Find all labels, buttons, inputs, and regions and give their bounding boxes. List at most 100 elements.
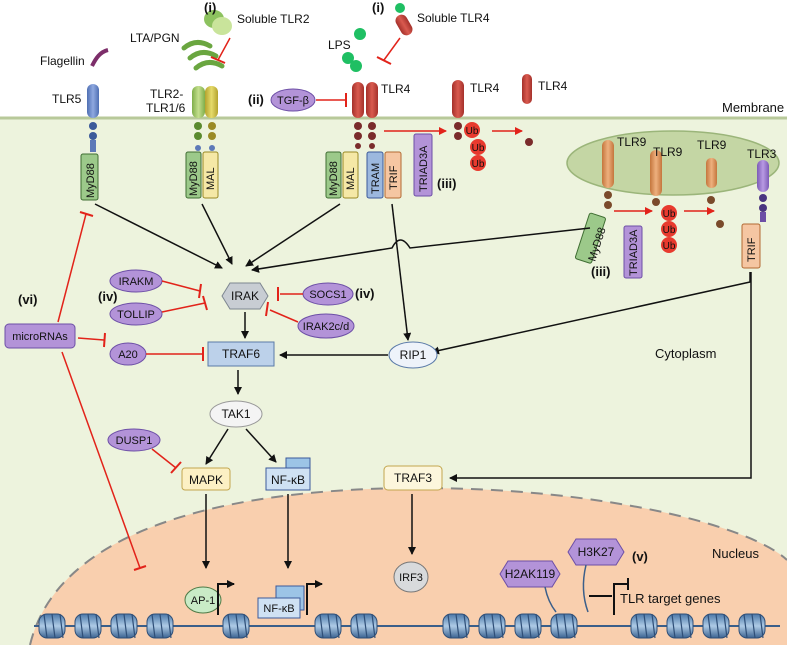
tlr3-receptor: [757, 160, 769, 222]
h2ak119-tail: [544, 586, 557, 613]
nucleus-label: Nucleus: [712, 546, 759, 561]
tollip-label: TOLLIP: [117, 309, 155, 321]
roman-iv-b: (iv): [355, 286, 375, 301]
flagellin-label: Flagellin: [40, 54, 85, 68]
nucleosome: [110, 613, 138, 639]
h3k27-node: [567, 538, 625, 566]
h2ak119-label: H2AK119: [505, 567, 556, 581]
ub-circle-5: [661, 221, 677, 237]
tgfb-node: [270, 88, 316, 112]
tlr5-label: TLR5: [52, 92, 82, 106]
roman-i-tlr4: (i): [372, 0, 384, 15]
tlr4-label: TLR4: [381, 82, 411, 96]
nucleosome: [74, 613, 102, 639]
mal-label-b: MAL: [345, 167, 357, 190]
roman-iii-a: (iii): [437, 176, 457, 191]
ub-circle-1: [464, 122, 480, 138]
tlr2-to-irak-arrow: [201, 203, 233, 265]
endosome: [566, 130, 780, 196]
tak1-to-mapk-arrow: [205, 428, 229, 465]
rip1-node: [388, 341, 438, 369]
tlr4-receptor: [352, 82, 378, 149]
soluble-tlr2-label: Soluble TLR2: [237, 12, 310, 26]
tlr4-to-irak-arrow: [245, 203, 341, 267]
dusp1-inhibition: [151, 448, 177, 469]
myd88-box-d: [574, 212, 606, 264]
traf6-label: TRAF6: [222, 347, 260, 361]
lta-pgn-icon: [181, 40, 225, 71]
tlr9-label-b: TLR9: [653, 145, 683, 159]
socs1-label: SOCS1: [309, 289, 346, 301]
roman-v: (v): [632, 549, 648, 564]
ub-label-5: Ub: [663, 225, 676, 236]
h3k27-label: H3K27: [578, 545, 615, 559]
tak1-to-nfkb-arrow: [245, 428, 277, 463]
irak-node: [221, 282, 269, 310]
mapk-label: MAPK: [189, 473, 223, 487]
nucleosome: [314, 613, 342, 639]
myd88-box-c: [325, 151, 342, 199]
lta-pgn-label: LTA/PGN: [130, 31, 180, 45]
trif-box-b: [741, 223, 761, 269]
tlr9-label-a: TLR9: [617, 135, 647, 149]
tlr2-tlr1-6-receptor: [192, 86, 218, 151]
ap1-promoter-arrow: [217, 580, 235, 615]
ap1-label: AP-1: [191, 595, 215, 607]
tlr4-ubiquitinated: [452, 80, 464, 140]
membrane-label: Membrane: [722, 100, 784, 115]
tlr5-to-irak-arrow: [94, 203, 223, 269]
tlr9-receptor-c: [706, 158, 717, 204]
soluble-tlr4-label: Soluble TLR4: [417, 11, 490, 25]
nucleosome: [702, 613, 730, 639]
roman-iii-b: (iii): [591, 264, 611, 279]
h3k27-tail: [582, 564, 589, 613]
mirna-nucleus-inhibition: [61, 351, 141, 569]
soluble-tlr2-icon: [204, 10, 232, 35]
soluble-tlr4-icon: [395, 14, 413, 36]
tlr4-fragment: [522, 74, 532, 104]
traf3-label: TRAF3: [394, 471, 432, 485]
soluble-tlr4-inhibition: [383, 37, 401, 61]
tlr4-fragment-domain: [525, 138, 533, 146]
irak-label: IRAK: [231, 289, 259, 303]
roman-ii: (ii): [248, 92, 264, 107]
tgfb-label: TGF-β: [277, 95, 309, 107]
trif-box-a: [384, 151, 402, 199]
mirna-myd88-inhibition: [57, 213, 87, 323]
mirna-a20-inhibition: [77, 337, 105, 341]
nucleosome: [146, 613, 174, 639]
myd88-label-a: MyD88: [85, 163, 97, 198]
traf3-node: [383, 465, 443, 491]
irak2cd-label: IRAK2c/d: [303, 321, 349, 333]
ub-label-3: Ub: [472, 159, 485, 170]
nucleosome: [222, 613, 250, 639]
myd88-label-c: MyD88: [328, 161, 340, 196]
a20-label: A20: [118, 349, 138, 361]
cytoplasm-label: Cytoplasm: [655, 346, 716, 361]
nfkb-cytoplasm-node: [265, 457, 311, 491]
irak2cd-node: [297, 313, 355, 339]
myd88-box-b: [185, 151, 202, 199]
roman-vi: (vi): [18, 292, 38, 307]
myd88-label-b: MyD88: [188, 161, 200, 196]
tak1-label: TAK1: [221, 407, 250, 421]
nfkb-nucleus-node: [257, 585, 305, 619]
tlr5-receptor: [87, 84, 99, 152]
nuclear-envelope: [29, 486, 787, 645]
irakm-label: IRAKM: [119, 276, 154, 288]
h2ak119-node: [499, 560, 561, 588]
ub-label-6: Ub: [663, 241, 676, 252]
triad3a-label-b: TRIAD3A: [628, 229, 640, 276]
tollip-node: [109, 302, 163, 326]
tlr4-label-c: TLR4: [538, 79, 568, 93]
dna-chromatin: [34, 613, 780, 639]
nucleosome: [550, 613, 578, 639]
flagellin-icon: [90, 48, 109, 67]
tlr2-label-line1: TLR2-: [150, 87, 183, 101]
dusp1-node: [107, 428, 161, 452]
nfkb-label: NF-κB: [271, 473, 305, 487]
dusp1-label: DUSP1: [116, 435, 153, 447]
mapk-node: [181, 467, 231, 491]
